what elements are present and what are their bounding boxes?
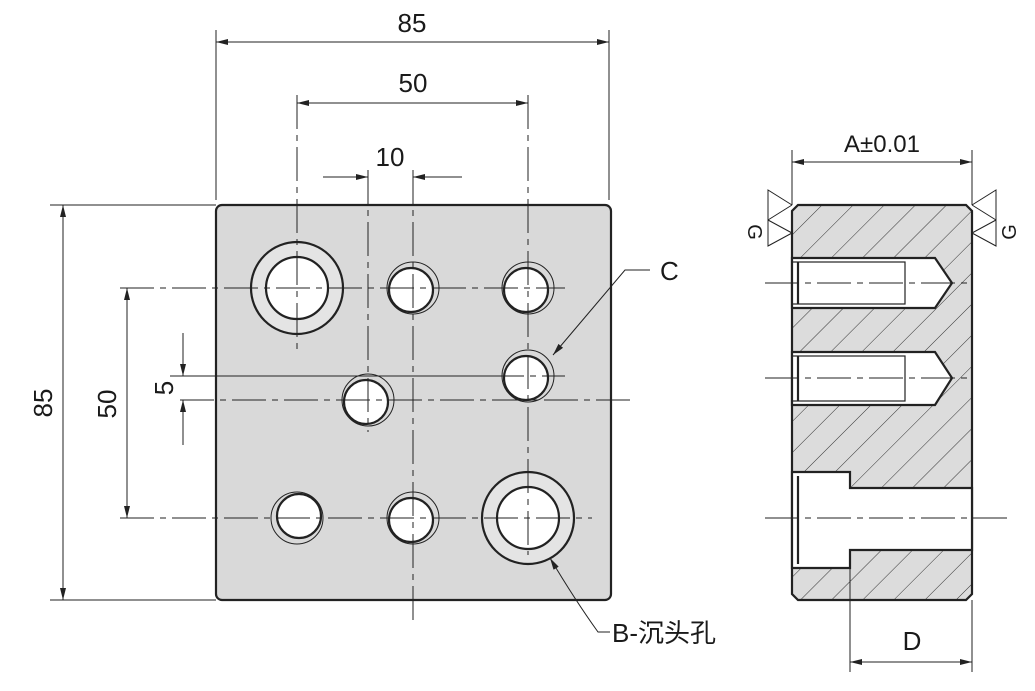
surface-finish-symbol-right: G [970,189,1021,247]
height-dimension: 85 [28,389,58,418]
callouts: C B-沉头孔 [549,256,716,648]
side-view: A±0.01 D G G [743,131,1021,672]
hole-spacing-x-dimension: 50 [399,68,428,98]
tapped-hole [501,349,555,403]
surface-finish-left-label: G [743,224,765,240]
thickness-dimension: A±0.01 [844,131,920,158]
tapped-hole [341,373,395,427]
surface-finish-right-label: G [999,224,1021,240]
dimensions: 85 50 10 85 50 5 [28,8,610,601]
side-dimensions: A±0.01 D [791,131,973,672]
callout-c-label: C [660,256,679,286]
surface-finish-symbol-left: G [743,189,794,247]
offset-x-dimension: 10 [376,142,405,172]
counterbore-section [790,470,974,570]
width-dimension: 85 [398,8,427,38]
front-view: 85 50 10 85 50 5 C B-沉头孔 [28,8,716,648]
center-lines [120,95,635,625]
tapped-holes [270,261,555,545]
callout-b-label: B-沉头孔 [612,618,716,648]
offset-y-dimension: 5 [149,381,179,395]
counterbore-depth-dimension: D [903,626,922,656]
tapped-hole [270,491,324,545]
hole-spacing-y-dimension: 50 [92,390,122,419]
